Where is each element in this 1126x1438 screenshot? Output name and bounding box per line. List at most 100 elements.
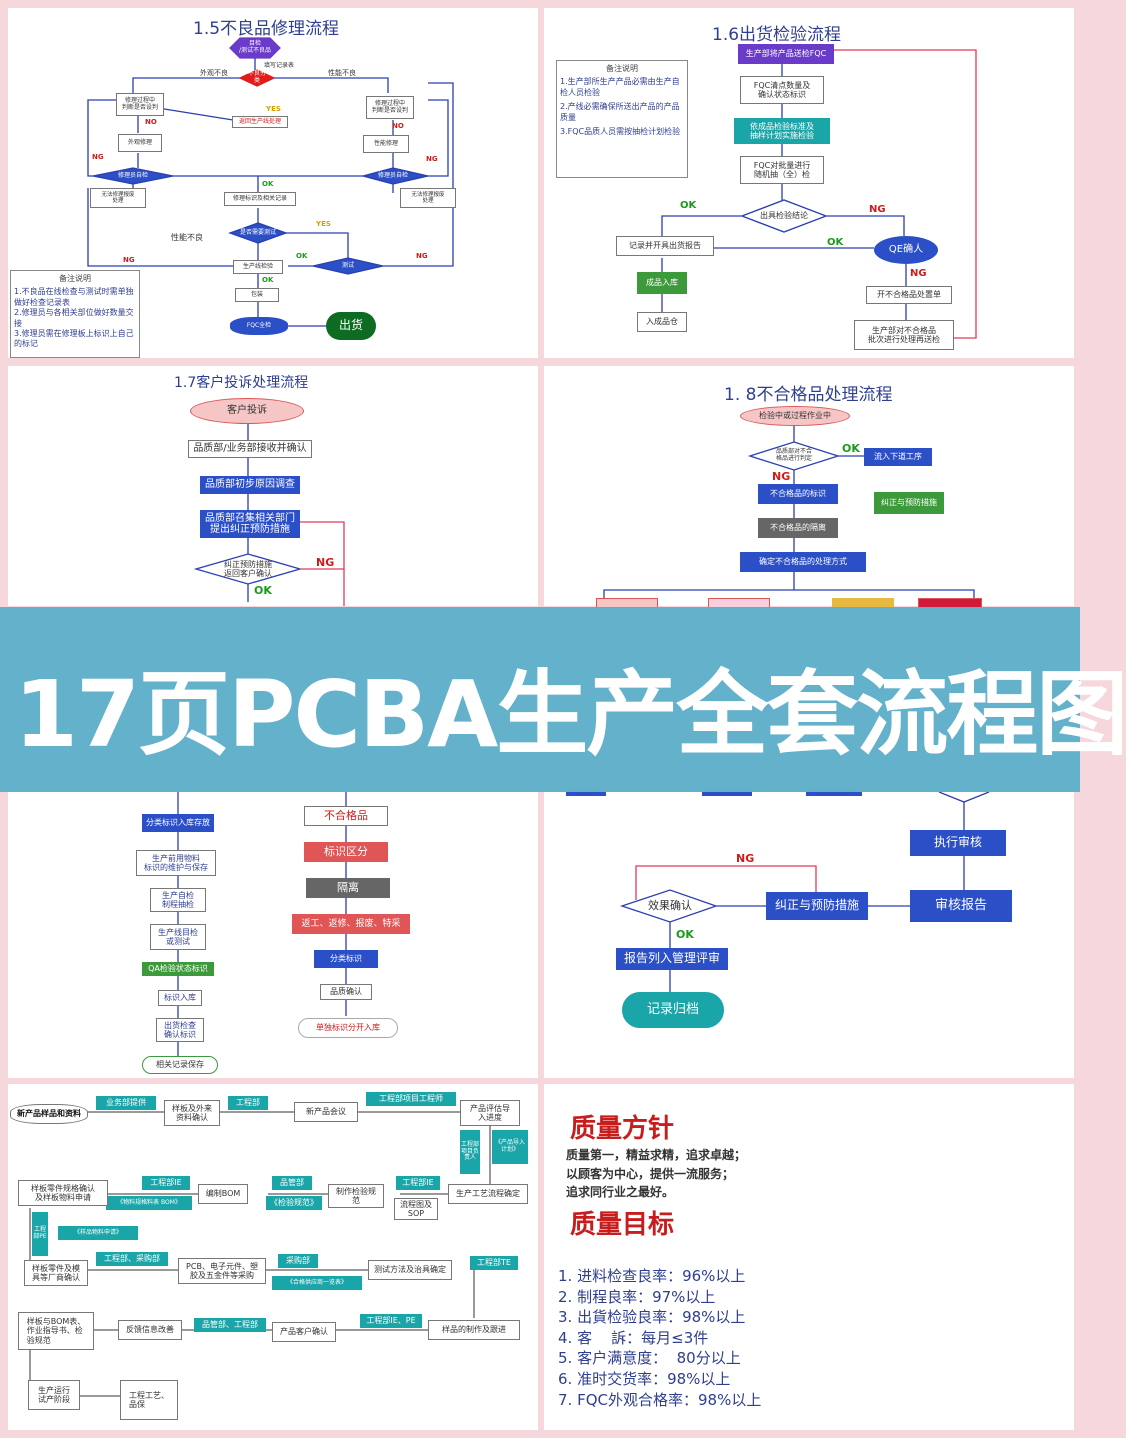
tag-eng-ie-pe: 工程部IE、PE — [360, 1314, 422, 1328]
policy-line: 质量第一，精益求精，追求卓越； — [566, 1148, 747, 1162]
node-qe: QE确人 — [874, 236, 938, 264]
connector-lines — [193, 424, 345, 606]
node-audit-report: 审核报告 — [910, 890, 1012, 922]
panel-complaint: 1.7客户投诉处理流程 客户投诉 品质部/业务部接收并确认 品质部初步原因调查 … — [8, 366, 538, 606]
right-step: 标识区分 — [304, 842, 388, 862]
note-item: 1.生产部所生产产品必需由生产自检人员检验 — [560, 77, 680, 97]
tag-eng-pe: 工程部PE — [32, 1212, 48, 1256]
node-archive: 记录归档 — [622, 992, 724, 1028]
perf-bad-label: 性能不良 — [171, 233, 203, 242]
fqc-node: FQC全检 — [230, 317, 288, 335]
scrap-right: 无法修理报废 处理 — [400, 188, 456, 208]
tag-pass: 《合格供应商一览表》 — [272, 1276, 362, 1290]
tag-buy: 采购部 — [278, 1254, 318, 1268]
node-assess: 产品评估导 入进度 — [460, 1100, 520, 1126]
node-isolate: 不合格品的隔离 — [758, 518, 838, 538]
right-step: 分类标识 — [314, 950, 378, 968]
note-item: 3.修理员需在修理板上标识上自己的标记 — [14, 328, 134, 349]
banner-title: 17页PCBA生产全套流程图 — [14, 661, 1126, 768]
node-exec-audit: 执行审核 — [910, 830, 1006, 856]
self-check-left: 修理员自检 — [117, 171, 148, 179]
node-next: 流入下道工序 — [864, 448, 932, 466]
panel-nonconforming: 1. 8不合格品处理流程 检验中或过程作业中 品质部对不合 格品进行判定 OK … — [544, 366, 1074, 608]
note-item: 1.不良品在线检查与测试时需单独做好检查记录表 — [14, 287, 134, 307]
node-partial — [566, 792, 606, 796]
node-confirm: 产品客户确认 — [272, 1322, 336, 1342]
tag-biz: 业务部提供 — [96, 1096, 156, 1110]
tag-eng-ie: 工程部IE — [142, 1176, 190, 1190]
node-make: 样品的制作及跟进 — [428, 1320, 520, 1340]
tag-eng-te: 工程部TE — [470, 1256, 518, 1270]
ng-label: NG — [426, 155, 438, 163]
right-step: 不合格品 — [304, 806, 388, 826]
node-send-fqc: 生产部将产品送检FQC — [738, 44, 834, 64]
left-step: 相关记录保存 — [142, 1056, 218, 1074]
tag-insp-spec: 《检验规范》 — [266, 1196, 322, 1210]
goal-title: 质量目标 — [570, 1210, 675, 1240]
note-title: 备注说明 — [606, 64, 638, 73]
node-decide: 出具检验结论 — [760, 211, 808, 221]
judge-left: 修理过程中 判断是否设判 — [116, 93, 164, 116]
title-banner — [0, 607, 1080, 792]
tag-req: 《样品物料申请》 — [58, 1226, 138, 1240]
connector-lines — [177, 792, 347, 1056]
node-batch: FQC对批量进行 随机抽（全）检 — [740, 156, 824, 184]
panel-audit: 执行审核 审核报告 NG 效果确认 纠正与预防措施 OK 报告列入管理评审 记录… — [544, 791, 1074, 1078]
tag-import-plan: 《产品导入计划》 — [492, 1130, 528, 1164]
page-title: 1.6出货检验流程 — [712, 25, 842, 45]
left-step: 生产自检 制程抽检 — [150, 888, 206, 912]
tag-qa-eng: 品管部、工程部 — [194, 1318, 266, 1332]
node-bom-doc: 样板与BOM表、 作业指导书、检 验规范 — [18, 1312, 94, 1350]
judge-right: 修理过程中 判断是否设判 — [366, 96, 414, 119]
page-title: 1. 8不合格品处理流程 — [724, 385, 893, 405]
node-bad-form: 开不合格品处置单 — [866, 286, 952, 304]
connector-lines — [87, 37, 454, 327]
node-pcb: PCB、电子元件、塑 胶及五金件等采购 — [178, 1258, 266, 1284]
node-mark: 不合格品的标识 — [758, 484, 838, 504]
ok-label: OK — [827, 237, 844, 248]
ok-label: OK — [262, 276, 274, 284]
right-step: 单独标识分开入库 — [298, 1018, 398, 1038]
ng-label: NG — [316, 556, 335, 569]
node-receive: 品质部/业务部接收并确认 — [188, 440, 312, 458]
node-sample: 样板及外来 资料确认 — [164, 1100, 220, 1126]
node-inspect: 依成品检验标准及 抽样计划实施检验 — [734, 118, 830, 144]
node-measures: 品质部召集相关部门 提出纠正预防措施 — [200, 510, 300, 538]
goal-item: 3. 出貨检验良率：98%以上 — [558, 1308, 746, 1327]
left-step: 生产前用物料 标识的维护与保存 — [136, 850, 216, 876]
node-investigate: 品质部初步原因调查 — [200, 476, 300, 494]
node-make-spec: 制作检验规 范 — [328, 1184, 384, 1208]
goal-item: 7. FQC外观合格率：98%以上 — [558, 1390, 762, 1409]
page-title: 1.7客户投诉处理流程 — [174, 375, 309, 391]
return-line-node: 返回生产线处理 — [232, 116, 288, 128]
left-step: QA检验状态标识 — [142, 962, 214, 976]
self-check-right: 修理员自检 — [377, 171, 408, 179]
panel-defect-repair: 1.5不良品修理流程 — [8, 8, 538, 358]
node-trial: 生产运行 试产阶段 — [28, 1380, 80, 1410]
node-meeting: 新产品会议 — [294, 1102, 358, 1122]
node-start: 检验中或过程作业中 — [740, 406, 850, 426]
tag-qa: 品管部 — [272, 1176, 312, 1190]
note-box: 备注说明 1.不良品在线检查与测试时需单独做好检查记录表 2.修理员与各相关部位… — [10, 270, 140, 358]
ng-label: NG — [869, 204, 886, 215]
need-test-node: 是否需要测试 — [239, 228, 276, 236]
node-fqc-count: FQC清点数量及 确认状态标识 — [740, 76, 824, 104]
record-label: 填写记录表 — [264, 62, 295, 69]
note-title: 备注说明 — [59, 274, 91, 283]
appearance-label: 外观不良 — [200, 69, 228, 77]
pack-node: 包装 — [235, 288, 279, 302]
tag-eng: 工程部 — [228, 1096, 268, 1110]
right-step: 返工、返修、报废、特采 — [292, 914, 410, 934]
node-spec: 样板零件规格确认 及样板物料申请 — [18, 1180, 108, 1206]
node-complaint: 客户投诉 — [190, 398, 304, 424]
no-label: NO — [145, 118, 157, 126]
tag-eng-plan: 工程部项目负责人 — [460, 1130, 480, 1174]
right-step: 品质确认 — [320, 984, 372, 1000]
goal-item: 6. 准时交货率：98%以上 — [558, 1369, 731, 1388]
panel-new-product: 新产品样品和资料 业务部提供 样板及外来 资料确认 工程部 新产品会议 工程部项… — [8, 1084, 538, 1430]
ng-label: NG — [736, 852, 755, 865]
policy-text: 质量第一，精益求精，追求卓越； 以顾客为中心，提供一流服务； 追求同行业之最好。 — [566, 1146, 746, 1202]
ng-label: NG — [416, 252, 428, 260]
note-box: 备注说明 1.生产部所生产产品必需由生产自检人员检验 2.产线必需确保所送出产品… — [556, 60, 688, 178]
start-node: 目检 /测试不良品 — [238, 40, 272, 54]
